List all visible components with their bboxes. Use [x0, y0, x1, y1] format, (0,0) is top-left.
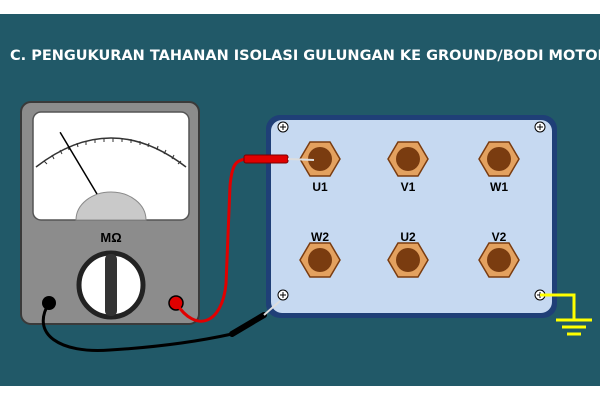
terminal-u2[interactable]: U2: [387, 230, 429, 278]
terminal-w2[interactable]: W2: [299, 230, 341, 278]
meter-unit-label: MΩ: [100, 230, 121, 245]
terminal-label-w1: W1: [490, 180, 508, 194]
red-test-lead[interactable]: [174, 154, 315, 323]
terminal-label-u2: U2: [400, 230, 416, 244]
terminal-label-w2: W2: [311, 230, 329, 244]
meter-pivot: [75, 191, 147, 221]
terminal-w1[interactable]: W1: [478, 141, 520, 194]
slide-background: C. PENGUKURAN TAHANAN ISOLASI GULUNGAN K…: [0, 14, 600, 386]
terminal-u1[interactable]: U1: [299, 141, 341, 194]
motor-terminal-box: U1 V1 W1 W2 U2: [266, 115, 557, 318]
terminal-v2[interactable]: V2: [478, 230, 520, 278]
corner-screw-icon: [277, 121, 289, 133]
slide-title: C. PENGUKURAN TAHANAN ISOLASI GULUNGAN K…: [10, 48, 600, 64]
meter-scale-arc: [35, 137, 187, 168]
black-probe: [229, 312, 267, 337]
selector-knob-handle: [105, 254, 117, 316]
red-probe-tip: [287, 158, 315, 161]
ground-icon: [540, 293, 592, 336]
red-probe: [243, 154, 289, 164]
corner-screw-icon: [534, 121, 546, 133]
megger-meter: MΩ: [20, 101, 200, 325]
meter-needle: [59, 131, 98, 195]
corner-screw-icon: [277, 289, 289, 301]
terminal-label-u1: U1: [312, 180, 328, 194]
terminal-v1[interactable]: V1: [387, 141, 429, 194]
terminal-label-v2: V2: [492, 230, 507, 244]
terminal-label-v1: V1: [401, 180, 416, 194]
wiring-diagram: MΩ: [20, 101, 592, 353]
black-test-lead[interactable]: [41, 300, 281, 353]
black-probe-tip: [263, 300, 281, 316]
meter-scale-ticks: [43, 138, 182, 165]
